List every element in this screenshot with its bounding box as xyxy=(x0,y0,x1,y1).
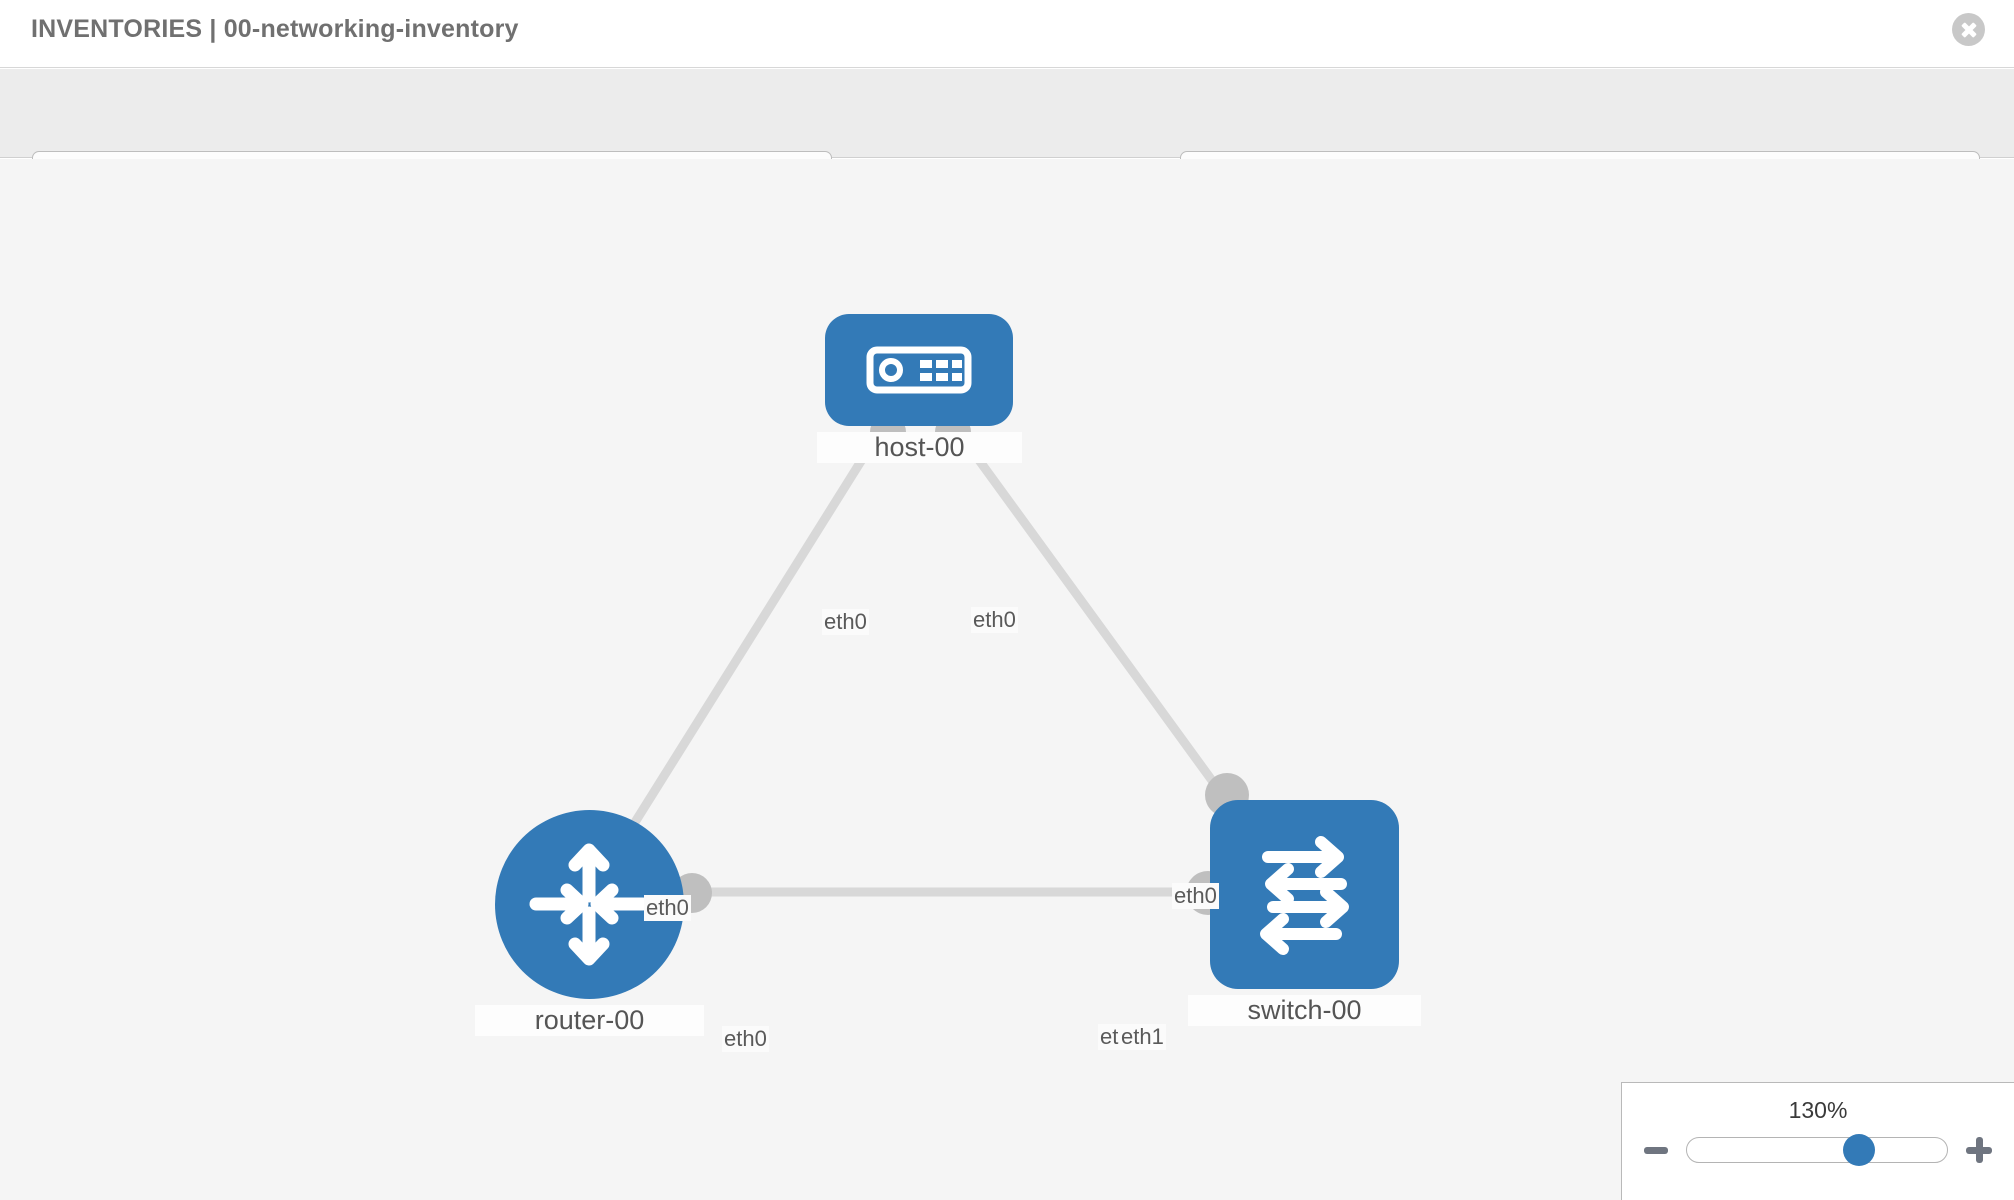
edge-label-switch00-eth1: eth1 xyxy=(1119,1024,1166,1050)
edge-label-host00-right: eth0 xyxy=(971,607,1018,633)
page-title: INVENTORIES | 00-networking-inventory xyxy=(31,15,519,43)
zoom-level-label: 130% xyxy=(1788,1097,1848,1123)
minus-icon[interactable] xyxy=(1644,1146,1668,1154)
edge-label-router00-up: eth0 xyxy=(644,895,691,921)
edge-host00-router00 xyxy=(608,431,882,862)
zoom-slider-row xyxy=(1622,1134,2014,1166)
server-icon xyxy=(866,346,972,394)
router-arrows-icon xyxy=(529,843,650,966)
topology-edges xyxy=(608,431,1244,897)
switch-arrows-icon xyxy=(1260,836,1349,955)
edge-label-switch00-up: eth0 xyxy=(1172,883,1219,909)
close-icon[interactable] xyxy=(1952,13,1985,46)
zoom-control-panel: 130% xyxy=(1621,1082,2014,1200)
edge-label-host00-left: eth0 xyxy=(822,609,869,635)
page-header: INVENTORIES | 00-networking-inventory xyxy=(0,0,2014,68)
switch-node-shape xyxy=(1210,800,1399,989)
edge-host00-switch00 xyxy=(956,431,1244,822)
zoom-slider-thumb[interactable] xyxy=(1842,1134,1875,1166)
edge-label-router00-right: eth0 xyxy=(722,1026,769,1052)
topology-node-host-00[interactable]: host-00 xyxy=(817,314,1022,463)
plus-icon[interactable] xyxy=(1966,1137,1992,1163)
topology-node-label: host-00 xyxy=(817,432,1022,463)
topology-node-label: router-00 xyxy=(475,1005,704,1036)
toolbar: ACTIONS SEARCH xyxy=(0,69,2014,201)
zoom-slider[interactable] xyxy=(1686,1134,1948,1166)
host-node-shape xyxy=(825,314,1013,426)
topology-node-switch-00[interactable]: switch-00 xyxy=(1188,800,1421,1026)
topology-node-label: switch-00 xyxy=(1188,995,1421,1026)
topology-canvas[interactable]: host-00 xyxy=(0,159,2014,1200)
